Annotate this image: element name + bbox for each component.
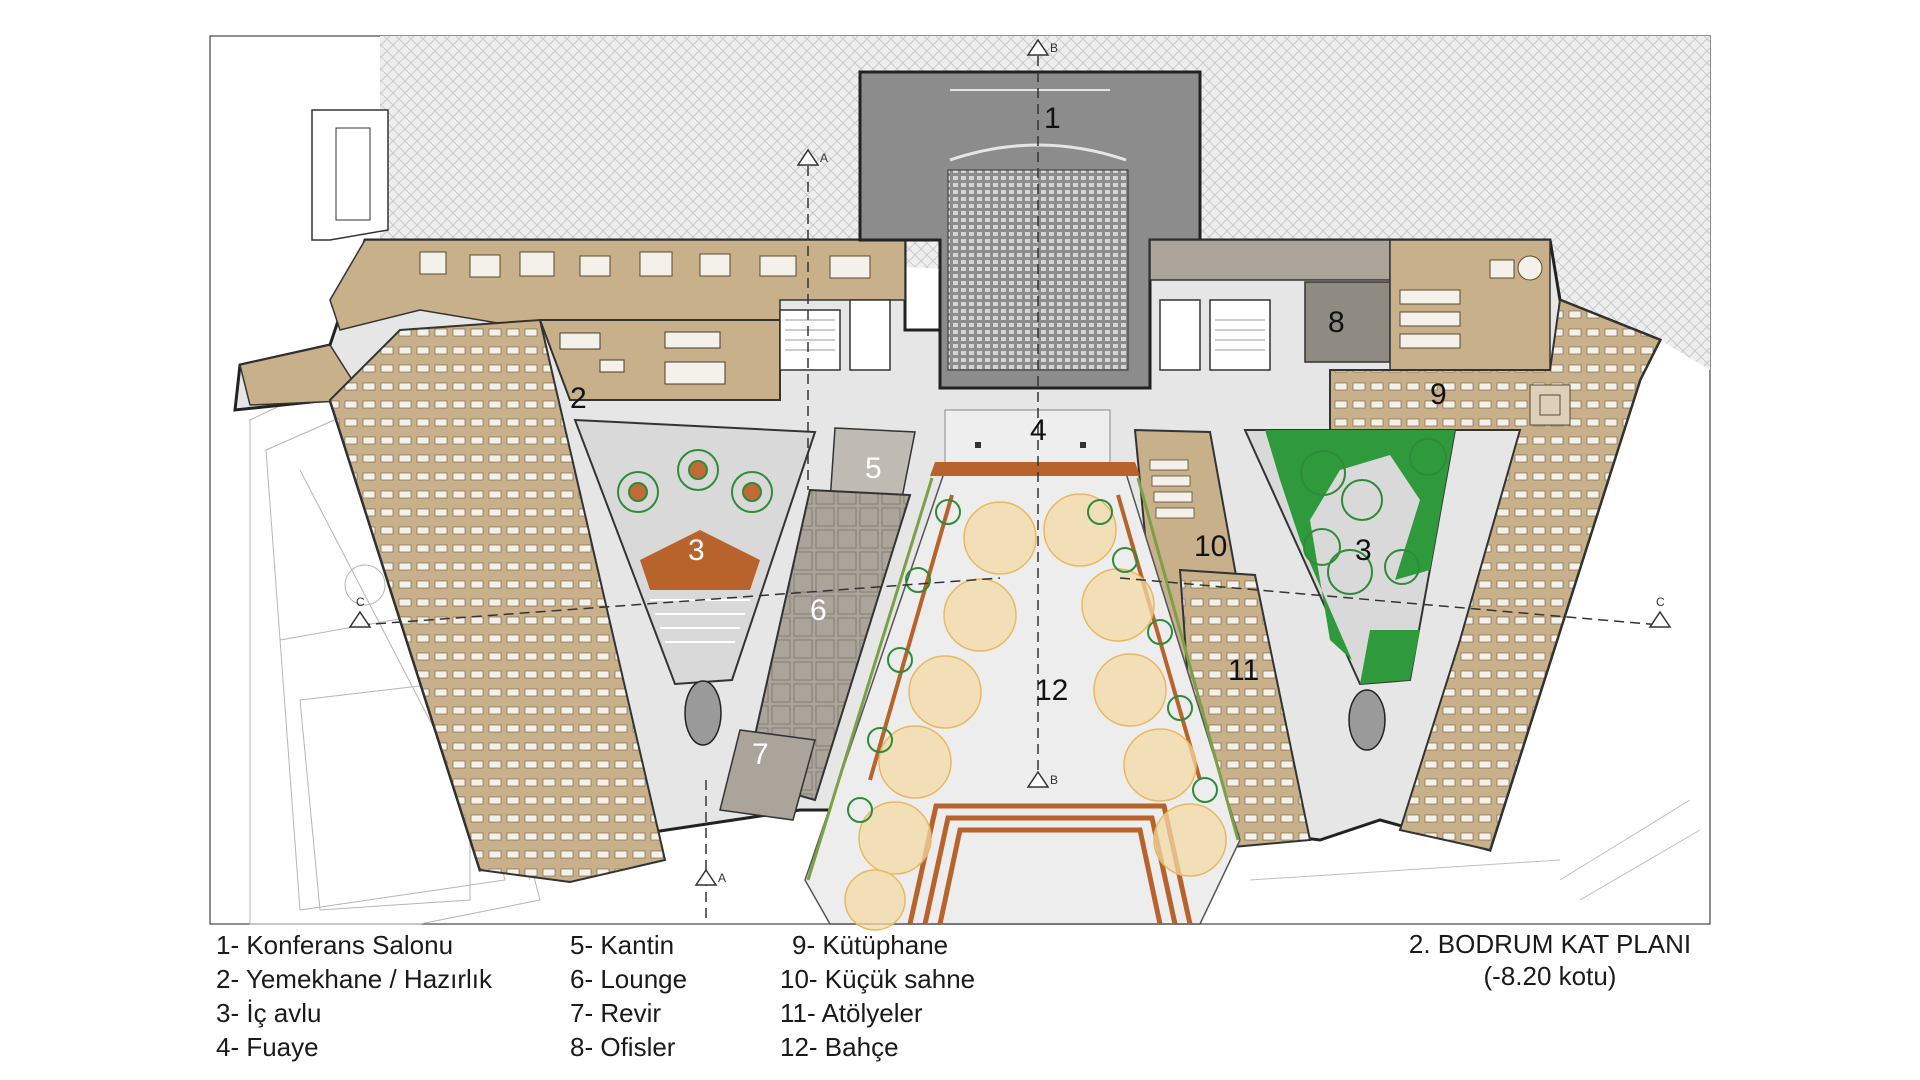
label-lounge: 6 [810,594,827,627]
office-strip [1149,239,1391,281]
section-mark-b-top: B [1050,41,1058,55]
lounge [743,488,912,802]
stair-right [1348,689,1386,751]
legend-item-1: 1- Konferans Salonu [216,930,454,960]
label-canteen: 5 [865,452,882,485]
library-reading-area [1529,384,1571,426]
label-small-stage: 10 [1194,530,1227,563]
legend-item-6: 6- Lounge [570,964,688,994]
legend-item-5: 5- Kantin [570,930,675,960]
section-mark-a-top: A [820,151,828,165]
legend-item-12: 12- Bahçe [780,1032,899,1062]
library [1329,298,1662,852]
legend-item-7: 7- Revir [570,998,662,1028]
label-dining-hall: 2 [570,382,587,415]
plan-title-level: (-8.20 kotu) [1483,961,1617,991]
section-mark-c-left: C [356,595,365,609]
label-offices: 8 [1328,306,1345,339]
infirmary [719,729,816,821]
section-mark-a-bottom: A [718,871,726,885]
garden-small-trees [847,499,1218,823]
section-markers [348,38,1672,886]
offices [1304,281,1391,363]
legend-item-9: 9- Kütüphane [792,930,949,960]
label-library: 9 [1430,378,1447,411]
legend-item-10: 10- Küçük sahne [780,964,976,994]
legend-item-11: 11- Atölyeler [780,998,923,1028]
legend-item-4: 4- Fuaye [216,1032,319,1062]
courtyard-left-trees [617,449,773,513]
courtyard-left-terrace [640,530,760,590]
section-mark-b-mid: B [1050,773,1058,787]
section-lines [359,40,1661,920]
section-mark-c-right: C [1656,595,1665,609]
label-foyer: 4 [1030,414,1047,447]
plan-title: 2. BODRUM KAT PLANI (-8.20 kotu) [1390,928,1710,992]
courtyard-right-trees [1300,438,1447,595]
label-conference-hall: 1 [1044,102,1061,135]
legend-item-2: 2- Yemekhane / Hazırlık [216,964,493,994]
legend-item-3: 3- İç avlu [216,998,322,1028]
garden-trees [844,493,1227,931]
entry-ramp [311,109,389,241]
label-workshops: 11 [1228,654,1259,687]
legend-item-8: 8- Ofisler [570,1032,676,1062]
foyer-lobby [944,409,1111,471]
label-infirmary: 7 [752,738,769,771]
label-courtyard-left: 3 [688,534,705,567]
label-garden: 12 [1035,674,1068,707]
stair-left [684,680,722,746]
courtyard-right-green [1265,430,1455,660]
plan-title-main: 2. BODRUM KAT PLANI [1408,929,1692,959]
label-courtyard-right: 3 [1355,534,1372,567]
